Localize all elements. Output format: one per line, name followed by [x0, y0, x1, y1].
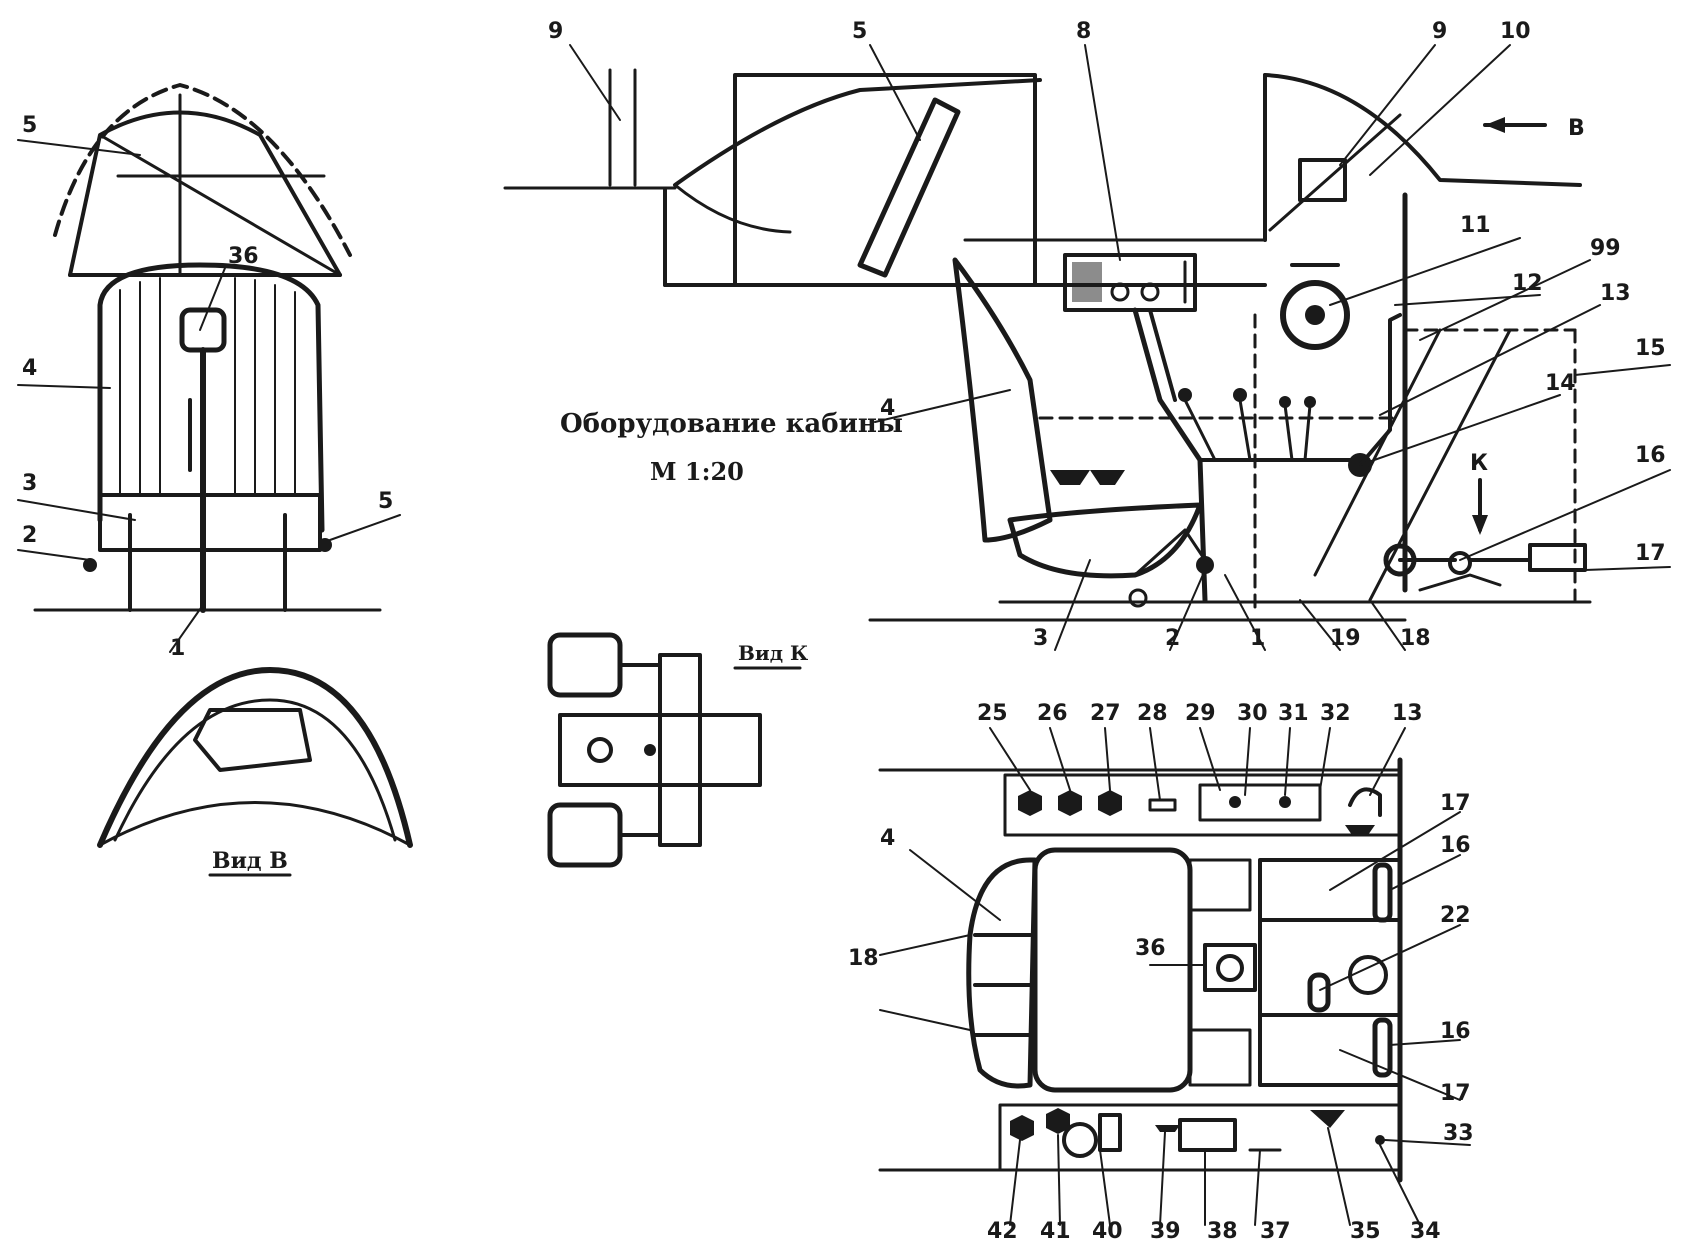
side-view-cockpit: В К 9 5 8 9 — [503, 19, 1671, 651]
callout-1: 1 — [170, 636, 185, 661]
front-view-seat: 5 36 4 3 2 5 1 — [17, 83, 401, 661]
callout-35: 35 — [1350, 1219, 1381, 1244]
callout-36: 36 — [228, 244, 259, 269]
view-k-pedals: Вид К — [547, 632, 808, 868]
callout-11: 11 — [1460, 213, 1491, 238]
callout-15: 15 — [1635, 336, 1666, 361]
callout-40: 40 — [1092, 1219, 1123, 1244]
arrow-k-label: К — [1470, 451, 1488, 476]
arrow-b-label: В — [1568, 116, 1585, 141]
callout-8: 8 — [1076, 19, 1091, 44]
callout-4-side: 4 — [880, 396, 895, 421]
callout-99: 99 — [1590, 236, 1621, 261]
callout-36-plan: 36 — [1135, 936, 1166, 961]
callout-3: 3 — [22, 471, 37, 496]
callout-13-plan: 13 — [1392, 701, 1423, 726]
callout-13: 13 — [1600, 281, 1631, 306]
callout-17b-plan: 17 — [1440, 1081, 1471, 1106]
callout-16-plan: 16 — [1440, 833, 1471, 858]
callout-4: 4 — [22, 356, 37, 381]
callout-9: 9 — [548, 19, 563, 44]
callout-41: 41 — [1040, 1219, 1071, 1244]
callout-1-side: 1 — [1250, 626, 1265, 651]
callout-18-side: 18 — [1400, 626, 1431, 651]
callout-28: 28 — [1137, 701, 1168, 726]
callout-4-plan: 4 — [880, 826, 895, 851]
callout-31: 31 — [1278, 701, 1309, 726]
callout-37: 37 — [1260, 1219, 1291, 1244]
callout-2: 2 — [22, 523, 37, 548]
callout-26: 26 — [1037, 701, 1068, 726]
view-b-label: Вид В — [212, 848, 288, 874]
callout-16: 16 — [1635, 443, 1666, 468]
view-b-windscreen: Вид В — [97, 667, 413, 877]
drawing-title: Оборудование кабины — [560, 409, 903, 439]
callout-14: 14 — [1545, 371, 1576, 396]
callout-17-plan: 17 — [1440, 791, 1471, 816]
callout-5: 5 — [22, 113, 37, 138]
callout-9-side: 9 — [1432, 19, 1447, 44]
callout-2-side: 2 — [1165, 626, 1180, 651]
callout-29: 29 — [1185, 701, 1216, 726]
callout-25: 25 — [977, 701, 1008, 726]
callout-33: 33 — [1443, 1121, 1474, 1146]
callout-16b-plan: 16 — [1440, 1019, 1471, 1044]
callout-22: 22 — [1440, 903, 1471, 928]
callout-5b: 5 — [378, 489, 393, 514]
plan-view-cockpit: 25 26 27 28 29 30 31 32 13 17 16 22 16 1… — [848, 701, 1474, 1244]
drawing-scale: М 1:20 — [650, 457, 744, 486]
callout-27: 27 — [1090, 701, 1121, 726]
callout-19: 19 — [1330, 626, 1361, 651]
callout-12: 12 — [1512, 271, 1543, 296]
callout-3-side: 3 — [1033, 626, 1048, 651]
callout-10: 10 — [1500, 19, 1531, 44]
callout-42: 42 — [987, 1219, 1018, 1244]
callout-17: 17 — [1635, 541, 1666, 566]
view-k-label: Вид К — [738, 641, 808, 665]
callout-30: 30 — [1237, 701, 1268, 726]
callout-34: 34 — [1410, 1219, 1441, 1244]
callout-32: 32 — [1320, 701, 1351, 726]
callout-18-plan: 18 — [848, 946, 879, 971]
callout-38: 38 — [1207, 1219, 1238, 1244]
callout-39: 39 — [1150, 1219, 1181, 1244]
callout-5-side: 5 — [852, 19, 867, 44]
